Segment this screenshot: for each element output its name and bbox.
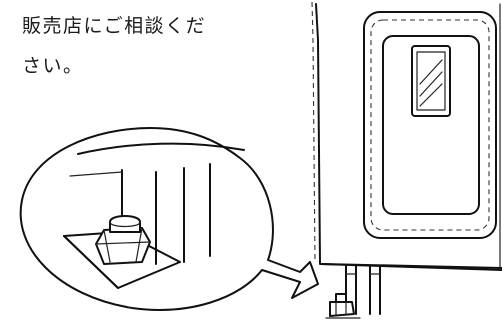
- instruction-line-2: さい。: [22, 55, 84, 77]
- instruction-line-1: 販売店にご相談くだ: [22, 15, 207, 37]
- appliance-front-panel: [363, 11, 497, 239]
- display-window: [411, 45, 451, 117]
- small-leveling-nut: [325, 293, 361, 319]
- instruction-text: 販売店にご相談くだ さい。: [22, 6, 292, 86]
- appliance-cabinet: [311, 1, 502, 271]
- magnified-callout: [19, 127, 319, 311]
